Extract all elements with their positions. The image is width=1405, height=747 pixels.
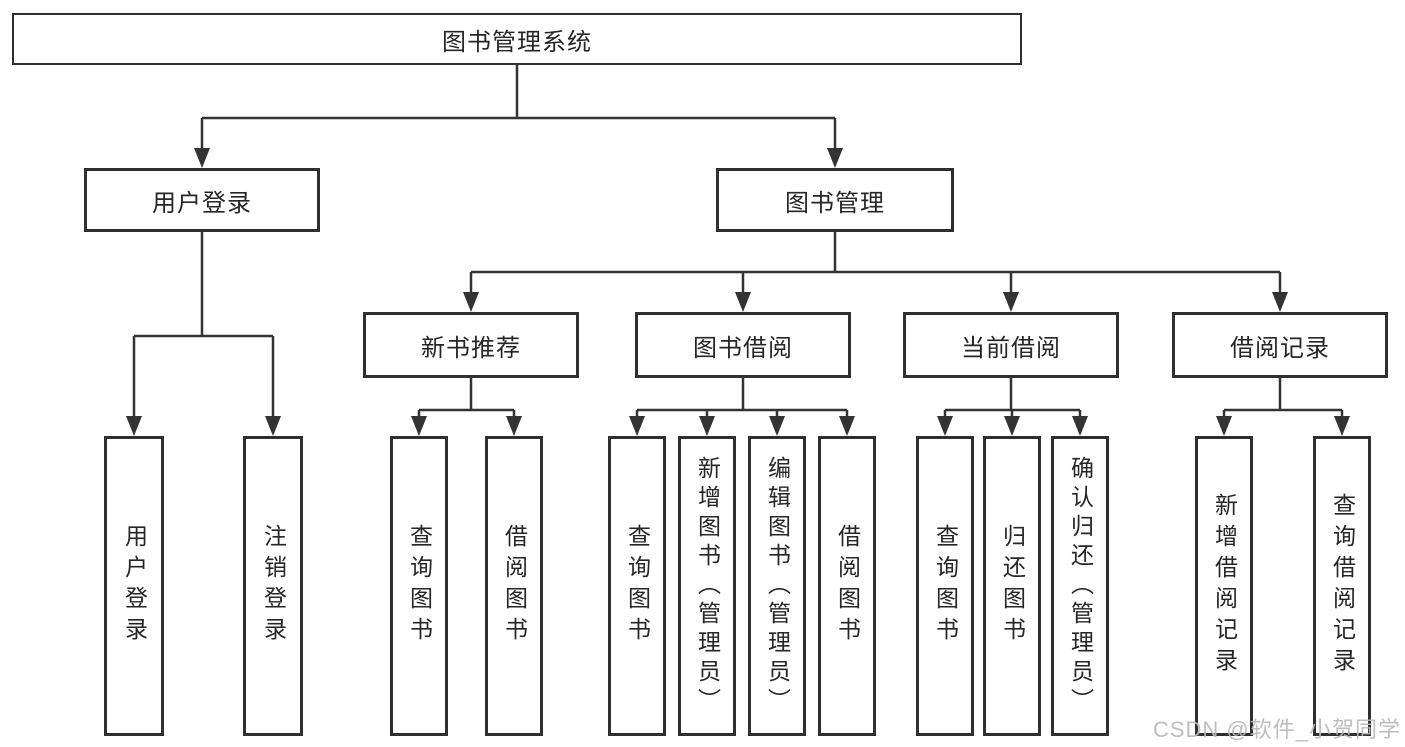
- node-book-borrowing: 图书借阅: [635, 312, 851, 378]
- connector-user-login: [132, 232, 275, 418]
- leaf-current-return-books: 归还图书: [983, 436, 1041, 736]
- leaf-records-add-record: 新增借阅记录: [1195, 436, 1253, 736]
- leaf-current-confirm-return-admin: 确认归还（管理员）: [1051, 436, 1109, 736]
- leaf-current-query-books: 查询图书: [916, 436, 974, 736]
- connector-new-book: [417, 378, 516, 418]
- connector-root: [200, 65, 837, 150]
- leaf-newbook-query-books: 查询图书: [390, 436, 448, 736]
- node-new-book-recommend: 新书推荐: [363, 312, 579, 378]
- connector-current-borrowing: [943, 378, 1082, 418]
- leaf-borrowing-query-books: 查询图书: [608, 436, 666, 736]
- node-current-borrowing: 当前借阅: [903, 312, 1119, 378]
- node-borrowing-records: 借阅记录: [1172, 312, 1388, 378]
- leaf-records-query-record: 查询借阅记录: [1313, 436, 1371, 736]
- leaf-borrowing-edit-books-admin: 编辑图书（管理员）: [748, 436, 806, 736]
- node-user-login: 用户登录: [84, 168, 320, 232]
- arrowheads: [126, 148, 1350, 436]
- connector-book-borrowing: [635, 378, 849, 418]
- connector-book-management: [469, 232, 1282, 294]
- leaf-borrowing-add-books-admin: 新增图书（管理员）: [678, 436, 736, 736]
- leaf-newbook-borrow-books: 借阅图书: [485, 436, 543, 736]
- leaf-borrowing-borrow-books: 借阅图书: [818, 436, 876, 736]
- node-book-management: 图书管理: [716, 168, 954, 232]
- csdn-watermark: CSDN @软件_小贺同学: [1152, 717, 1401, 742]
- leaf-user-login: 用户登录: [104, 436, 164, 736]
- leaf-logout: 注销登录: [243, 436, 303, 736]
- node-library-management-system: 图书管理系统: [12, 13, 1022, 65]
- connector-borrowing-records: [1222, 378, 1344, 418]
